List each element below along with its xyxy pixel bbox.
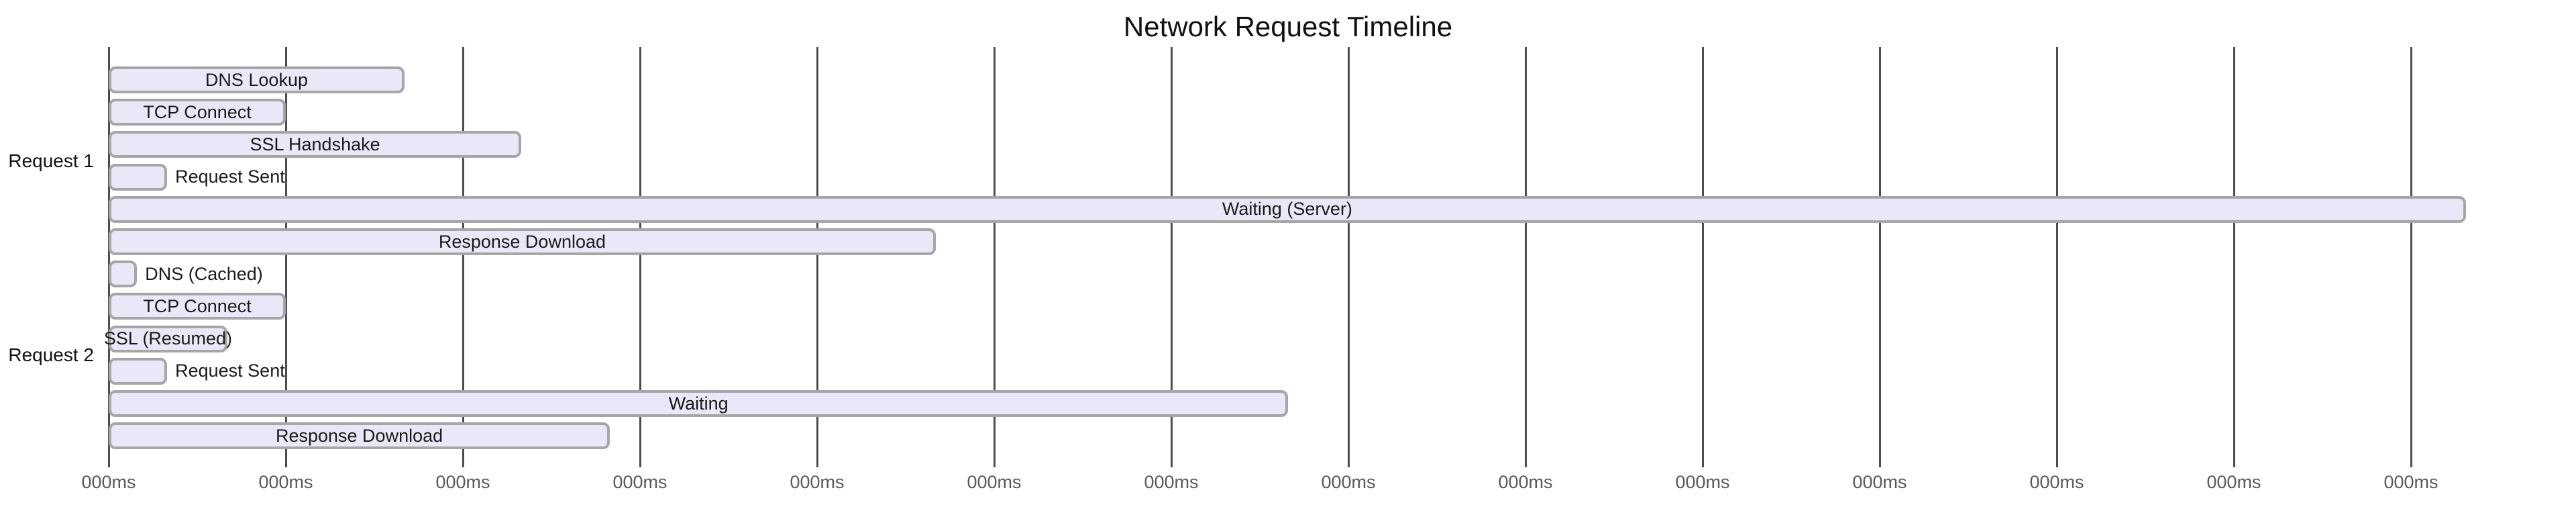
x-gridline	[1701, 47, 1704, 467]
x-tick-label: 000ms	[967, 472, 1022, 492]
x-gridline	[1347, 47, 1350, 467]
row-label-request-1: Request 1	[8, 150, 94, 171]
x-gridline	[816, 47, 818, 467]
phase-bar-request-sent	[109, 357, 168, 385]
x-gridline	[2233, 47, 2235, 467]
x-tick-label: 000ms	[790, 472, 845, 492]
phase-label: TCP Connect	[143, 295, 252, 316]
x-tick-label: 000ms	[612, 472, 667, 492]
x-gridline	[2410, 47, 2412, 467]
x-tick-label: 000ms	[81, 472, 136, 492]
row-label-request-2: Request 2	[8, 344, 94, 365]
x-gridline	[284, 47, 287, 467]
phase-bar-response-download: Response Download	[109, 422, 610, 450]
phase-bar-request-sent	[109, 163, 168, 191]
phase-label: SSL (Resumed)	[103, 328, 232, 349]
x-tick-label: 000ms	[258, 472, 313, 492]
phase-bar-dns-cached	[109, 260, 138, 288]
x-tick-label: 000ms	[2029, 472, 2084, 492]
phase-label: Request Sent	[175, 361, 285, 381]
x-gridline	[639, 47, 641, 467]
x-gridline	[1524, 47, 1527, 467]
phase-bar-ssl-handshake: SSL Handshake	[109, 131, 522, 158]
phase-bar-response-download: Response Download	[109, 228, 936, 255]
phase-label: TCP Connect	[143, 101, 252, 122]
phase-bar-waiting-server: Waiting (Server)	[109, 195, 2466, 223]
phase-bar-tcp-connect: TCP Connect	[109, 99, 286, 126]
x-gridline	[107, 47, 110, 467]
phase-label: Response Download	[275, 425, 443, 446]
phase-bar-ssl-resumed: SSL (Resumed)	[104, 325, 232, 352]
phase-label: DNS (Cached)	[145, 263, 263, 284]
chart-title: Network Request Timeline	[1123, 11, 1453, 42]
x-tick-label: 000ms	[1675, 472, 1730, 492]
phase-label: DNS Lookup	[205, 69, 308, 90]
x-tick-label: 000ms	[1144, 472, 1199, 492]
x-gridline	[1170, 47, 1173, 467]
phase-label: Waiting (Server)	[1222, 199, 1352, 220]
x-gridline	[462, 47, 464, 467]
phase-bar-tcp-connect: TCP Connect	[109, 293, 286, 320]
phase-label: Waiting	[668, 393, 729, 414]
phase-bar-dns-lookup: DNS Lookup	[109, 66, 405, 93]
x-gridline	[993, 47, 996, 467]
phase-bar-waiting: Waiting	[109, 390, 1289, 417]
x-gridline	[1878, 47, 1881, 467]
x-tick-label: 000ms	[435, 472, 490, 492]
phase-label: Request Sent	[175, 167, 285, 187]
phase-label: SSL Handshake	[250, 134, 380, 154]
x-tick-label: 000ms	[1498, 472, 1553, 492]
x-tick-label: 000ms	[2206, 472, 2261, 492]
x-gridline	[2055, 47, 2058, 467]
x-tick-label: 000ms	[2383, 472, 2438, 492]
x-tick-label: 000ms	[1321, 472, 1376, 492]
x-tick-label: 000ms	[1852, 472, 1907, 492]
phase-label: Response Download	[438, 231, 606, 252]
